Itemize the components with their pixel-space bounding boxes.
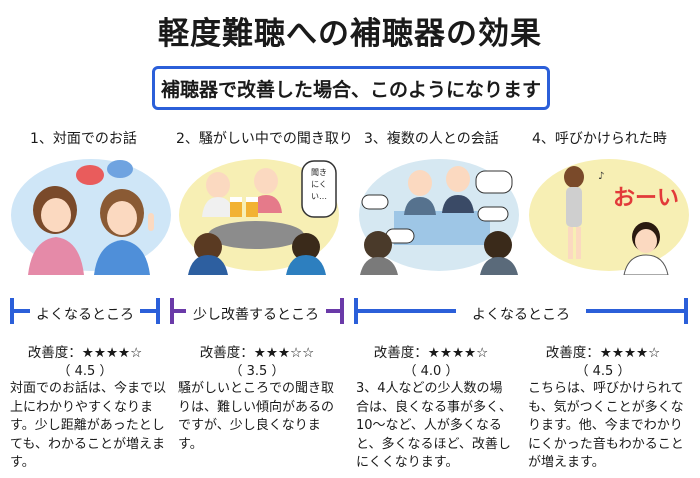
svg-text:にく: にく (311, 180, 327, 189)
speech-bubble-icon (76, 165, 104, 185)
bracket-right-cap (340, 298, 344, 324)
case-4-score: （ 4.5 ） (575, 364, 631, 379)
illustration-group-meeting (358, 155, 520, 275)
case-4-heading: 4、呼びかけられた時 (532, 131, 667, 147)
case-4-description: こちらは、呼びかけられても、気がつくことが多くなります。他、今までわかりにくかっ… (528, 381, 684, 470)
svg-text:聞き: 聞き (311, 168, 327, 177)
case-1-heading: 1、対面でのお話 (30, 131, 137, 147)
svg-text:おーい: おーい (613, 186, 679, 211)
illustration-face-to-face (10, 155, 172, 275)
speech-bubble-icon (301, 160, 337, 218)
case-3-heading: 3、複数の人との会話 (364, 131, 499, 147)
case-3-score: （ 4.0 ） (403, 364, 459, 379)
subtitle-box: 補聴器で改善した場合、このようになります (152, 66, 550, 110)
speech-bubble-icon (107, 160, 133, 178)
speech-bubble-icon (477, 206, 509, 222)
bracket-right-cap (684, 298, 688, 324)
case-1-score: （ 4.5 ） (57, 364, 113, 379)
case-4-rating: 改善度：★★★★☆ (545, 345, 661, 361)
illustration-noisy-place: 聞き にく い… (178, 155, 340, 275)
svg-text:♪: ♪ (598, 171, 604, 182)
case-2-rating: 改善度：★★★☆☆ (199, 345, 315, 361)
case-1-rating: 改善度：★★★★☆ (27, 345, 143, 361)
case-2-score: （ 3.5 ） (229, 364, 285, 379)
svg-text:い…: い… (311, 192, 327, 201)
case-3-rating: 改善度：★★★★☆ (373, 345, 489, 361)
bracket-label-good-shared: よくなるところ (456, 304, 586, 324)
case-1-description: 対面でのお話は、今まで以上にわかりやすくなります。少し距離があったとしても、わか… (10, 381, 167, 470)
case-2-description: 騒がしいところでの聞き取りは、難しい傾向があるのですが、少し良くなります。 (178, 381, 335, 452)
bracket-right-cap (156, 298, 160, 324)
case-2-heading: 2、騒がしい中での聞き取り (176, 131, 353, 147)
speech-bubble-icon (475, 170, 513, 194)
bracket-label-good: よくなるところ (30, 304, 140, 324)
page-title: 軽度難聴への補聴器の効果 (158, 16, 542, 52)
bracket-label-slight: 少し改善するところ (186, 304, 326, 324)
case-3-description: 3、4人などの少人数の場合は、良くなる事が多く、10～など、人が多くなると、多く… (356, 381, 513, 470)
illustration-being-called: ♪ おーい (528, 155, 690, 275)
speech-bubble-icon (361, 194, 389, 210)
